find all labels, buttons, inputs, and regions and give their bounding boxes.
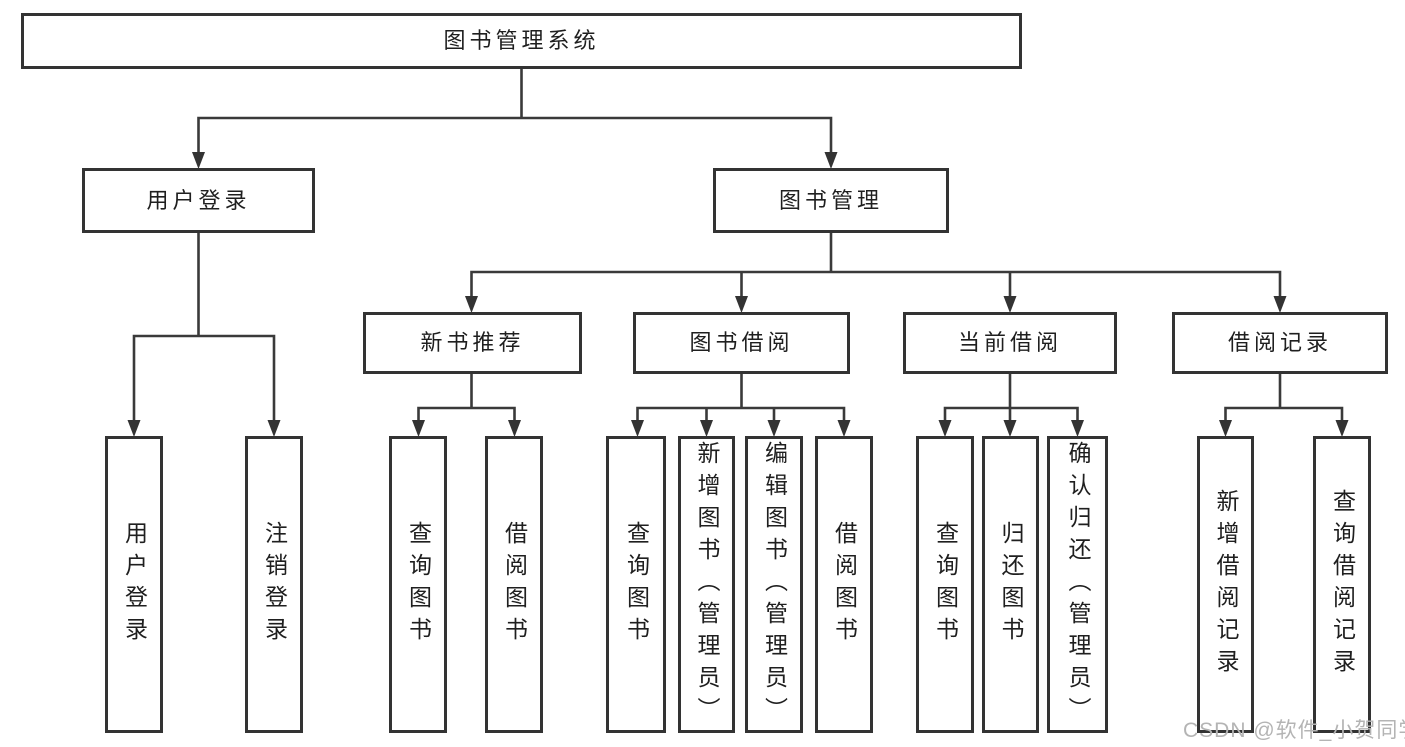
leaf-query-books-recommend: 查询图书 <box>389 436 447 733</box>
leaf-query-books-borrow: 查询图书 <box>606 436 666 733</box>
leaf-label: 新增图书（管理员） <box>694 440 720 729</box>
arrow-icon <box>508 420 521 437</box>
arrow-icon <box>837 420 851 437</box>
leaf-label: 注销登录 <box>261 520 288 649</box>
arrow-icon <box>824 152 838 169</box>
node-book-borrow: 图书借阅 <box>633 312 850 374</box>
node-borrow-records: 借阅记录 <box>1172 312 1388 374</box>
arrow-icon <box>127 420 141 437</box>
leaf-query-books-current: 查询图书 <box>916 436 974 733</box>
arrow-icon <box>1071 420 1084 437</box>
arrow-icon <box>465 296 478 313</box>
node-label: 图书管理 <box>778 187 883 213</box>
node-label: 当前借阅 <box>957 330 1062 355</box>
leaf-user-login: 用户登录 <box>105 436 163 733</box>
arrow-icon <box>1003 420 1017 437</box>
root-node: 图书管理系统 <box>21 13 1022 69</box>
leaf-label: 编辑图书（管理员） <box>761 440 788 729</box>
arrow-icon <box>700 420 713 437</box>
leaf-label: 查询图书 <box>405 520 432 649</box>
arrow-icon <box>1219 420 1232 437</box>
leaf-label: 查询图书 <box>932 520 959 649</box>
leaf-label: 借阅图书 <box>501 520 528 649</box>
leaf-label: 归还图书 <box>998 520 1024 649</box>
leaf-label: 用户登录 <box>121 520 148 649</box>
watermark: CSDN @软件_小贺同学 <box>1183 719 1405 742</box>
root-node-label: 图书管理系统 <box>443 28 600 53</box>
arrow-icon <box>631 420 644 437</box>
leaf-logout: 注销登录 <box>245 436 303 733</box>
leaf-add-borrow-record: 新增借阅记录 <box>1197 436 1254 733</box>
arrow-icon <box>267 420 281 437</box>
arrow-icon <box>1003 296 1017 313</box>
arrow-icon <box>735 296 748 313</box>
arrow-icon <box>1335 420 1349 437</box>
leaf-borrow-books: 借阅图书 <box>815 436 873 733</box>
leaf-label: 新增借阅记录 <box>1213 488 1239 681</box>
arrow-icon <box>938 420 952 437</box>
arrow-icon <box>767 420 781 437</box>
leaf-label: 确认归还（管理员） <box>1065 440 1091 729</box>
arrow-icon <box>412 420 425 437</box>
arrow-icon <box>1273 296 1287 313</box>
node-new-book-recommend: 新书推荐 <box>363 312 582 374</box>
leaf-label: 查询图书 <box>623 520 650 649</box>
leaf-query-borrow-record: 查询借阅记录 <box>1313 436 1371 733</box>
leaf-label: 查询借阅记录 <box>1329 488 1356 681</box>
node-label: 用户登录 <box>146 187 251 213</box>
node-label: 借阅记录 <box>1227 330 1332 355</box>
node-label: 图书借阅 <box>689 330 794 355</box>
node-current-borrow: 当前借阅 <box>903 312 1117 374</box>
leaf-label: 借阅图书 <box>831 520 858 649</box>
leaf-borrow-books-recommend: 借阅图书 <box>485 436 543 733</box>
node-label: 新书推荐 <box>420 330 525 355</box>
node-book-management: 图书管理 <box>713 168 949 233</box>
leaf-return-book: 归还图书 <box>982 436 1039 733</box>
leaf-confirm-return-admin: 确认归还（管理员） <box>1047 436 1108 733</box>
leaf-edit-book-admin: 编辑图书（管理员） <box>745 436 803 733</box>
leaf-add-book-admin: 新增图书（管理员） <box>678 436 735 733</box>
node-user-login: 用户登录 <box>82 168 315 233</box>
arrow-icon <box>192 152 205 169</box>
